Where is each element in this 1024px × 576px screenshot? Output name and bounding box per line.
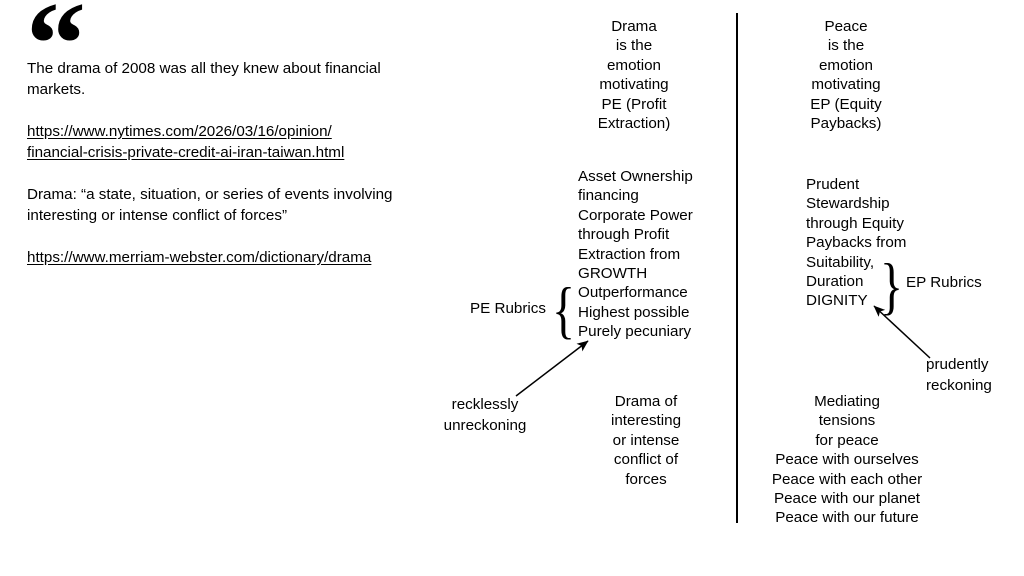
nytimes-link[interactable]: https://www.nytimes.com/2026/03/16/opini…: [27, 121, 427, 163]
nytimes-link-line-2[interactable]: financial-crisis-private-credit-ai-iran-…: [27, 144, 345, 161]
pe-rubric-body-text: Asset Ownership financing Corporate Powe…: [578, 168, 693, 341]
left-text-column: The drama of 2008 was all they knew abou…: [27, 58, 427, 268]
ep-rubrics-brace-icon: }: [880, 250, 904, 321]
pe-header-text: Drama is the emotion motivating PE (Prof…: [597, 18, 671, 133]
ep-header-text: Peace is the emotion motivating EP (Equi…: [810, 18, 882, 133]
ep-rubric-body-text: Prudent Stewardship through Equity Payba…: [806, 176, 907, 310]
recklessly-unreckoning-annotation: recklessly unreckoning: [443, 396, 527, 434]
spacer: [27, 100, 427, 121]
pe-rubrics-brace-icon: {: [552, 274, 576, 345]
prudently-reckoning-annotation: prudently reckoning: [926, 356, 992, 394]
ep-rubrics-label: EP Rubrics: [906, 274, 982, 291]
drama-of-conflict-text: Drama of interesting or intense conflict…: [610, 393, 682, 488]
spacer: [27, 163, 427, 184]
merriam-webster-link[interactable]: https://www.merriam-webster.com/dictiona…: [27, 247, 427, 268]
spacer: [27, 226, 427, 247]
drama-definition: Drama: “a state, situation, or series of…: [27, 186, 393, 224]
recklessly-unreckoning-arrow: [515, 340, 589, 397]
quote-text: The drama of 2008 was all they knew abou…: [27, 60, 381, 98]
column-divider-rule: [736, 13, 738, 523]
merriam-webster-link-text[interactable]: https://www.merriam-webster.com/dictiona…: [27, 249, 372, 266]
nytimes-link-line-1[interactable]: https://www.nytimes.com/2026/03/16/opini…: [27, 123, 332, 140]
opening-quote-icon: “: [26, 0, 86, 110]
pe-rubrics-label: PE Rubrics: [470, 300, 546, 317]
peace-list-text: Mediating tensions for peace Peace with …: [771, 393, 923, 527]
